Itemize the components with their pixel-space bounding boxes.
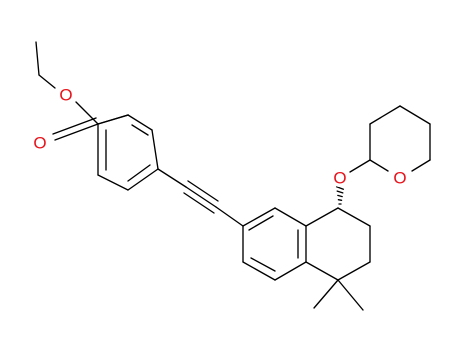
ring1-inner-1 (131, 124, 149, 136)
bond-ether-o-c (349, 159, 371, 173)
ring1-bond-1 (127, 114, 153, 131)
tetrahydropyran-ring (349, 105, 431, 173)
alkyne-bond-1 (185, 186, 217, 208)
benzoate-ring (97, 114, 159, 191)
ring1-bond-2 (151, 129, 159, 170)
ethyl-group (35, 41, 56, 89)
ring2-inner-3 (248, 215, 274, 231)
hash-3 (337, 194, 343, 198)
bond-ester-o-c (75, 101, 99, 125)
ring1-inner-2 (127, 164, 151, 182)
methyl-bond-left (313, 279, 339, 309)
thp-bond-3 (399, 105, 431, 125)
ring2-inner-1 (250, 257, 276, 272)
stereo-ether-bond (335, 186, 345, 205)
bond-carbonyl-2 (52, 117, 97, 135)
hash-5 (335, 186, 345, 190)
alkyne-bond-2 (187, 180, 219, 202)
ring1-bond-6 (97, 114, 129, 125)
bond-ring-alkyne (157, 168, 187, 188)
atom-bg-o3 (331, 169, 349, 187)
ring2-bond-5 (274, 207, 307, 227)
ring3-bond-1 (305, 207, 339, 227)
ring1-bond-3 (127, 168, 159, 191)
ring3-bond-4 (337, 261, 371, 281)
bond-ethyl-ch3-ch2 (35, 41, 40, 76)
gem-dimethyl (313, 279, 364, 311)
methyl-bond-right (337, 279, 364, 311)
ring2-bond-2 (242, 261, 276, 281)
ring2-bond-3 (274, 261, 307, 281)
oxygen-label-ether: O (333, 169, 346, 188)
alkyne-bond-3 (183, 192, 215, 214)
thp-bond-5 (411, 159, 431, 172)
bond-ethyl-ch2-o (38, 74, 56, 89)
ring3-bond-2 (337, 207, 371, 227)
bond-alkyne-ring (215, 206, 244, 227)
oxygen-atom-ether: O (331, 169, 349, 188)
atom-bg-o1 (57, 86, 75, 104)
thp-bond-6 (369, 159, 389, 172)
hash-4 (336, 190, 344, 194)
hash-2 (337, 199, 343, 201)
atom-bg-o4 (391, 169, 409, 187)
alkyne-linker (157, 168, 244, 227)
ring2-bond-6 (242, 207, 276, 227)
ring1-bond-4 (97, 174, 129, 191)
oxygen-atom-carbonyl: O (31, 134, 49, 153)
oxygen-label-carbonyl: O (33, 134, 46, 153)
oxygen-label-pyran: O (393, 169, 406, 188)
oxygen-label-ester: O (59, 86, 72, 105)
atom-bg-o2 (31, 134, 49, 152)
tetralin-aromatic-ring (242, 207, 307, 281)
tetralin-saturated-ring (305, 207, 371, 281)
oxygen-atom-pyran: O (391, 169, 409, 188)
ring3-bond-5 (305, 261, 339, 281)
ester-group (52, 101, 129, 141)
bond-carbonyl-1 (54, 123, 99, 141)
oxygen-atom-ester: O (57, 86, 75, 105)
thp-bond-2 (369, 105, 401, 125)
